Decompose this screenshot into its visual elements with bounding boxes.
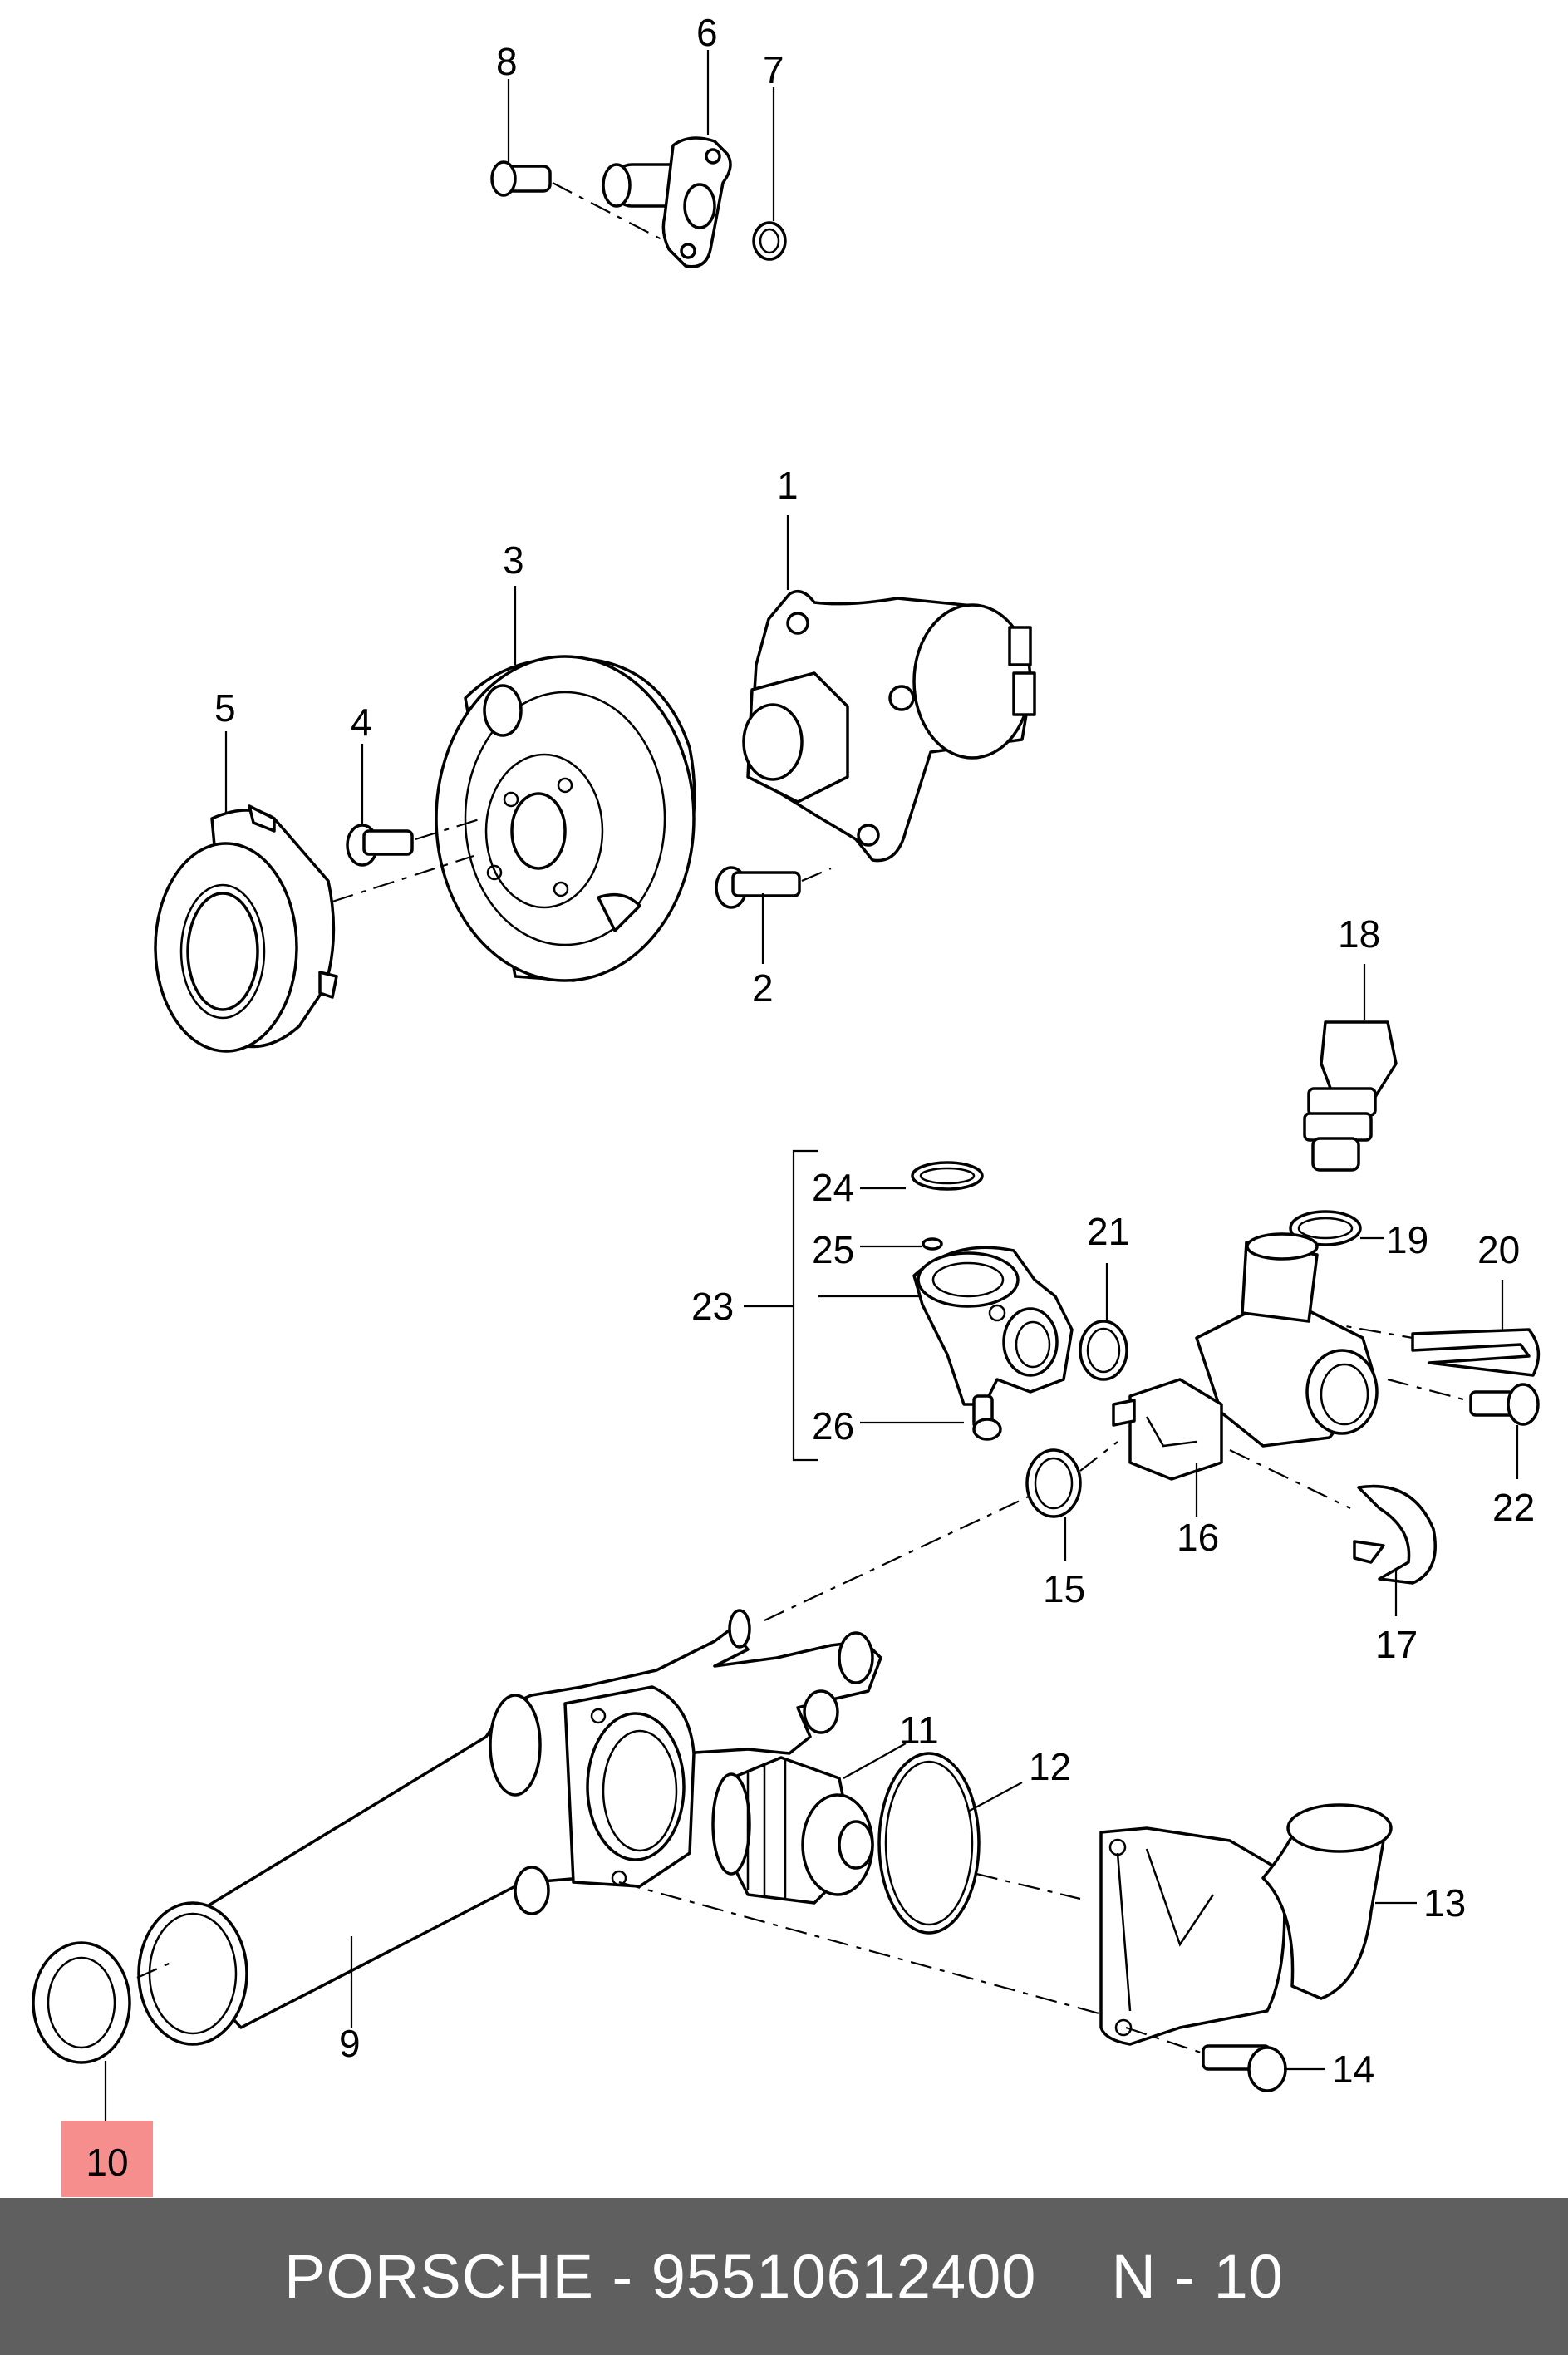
part-19-o-ring [1289, 1210, 1384, 1246]
part-17-clip [1353, 1484, 1437, 1616]
part-12-o-ring [877, 1752, 1081, 1935]
callout-22: 22 [1492, 1486, 1535, 1529]
callout-3: 3 [503, 538, 524, 582]
part-3-pulley [435, 586, 696, 982]
callout-13: 13 [1423, 1881, 1466, 1925]
part-10-seal [32, 1941, 131, 2121]
part-25-ring [922, 1237, 943, 1251]
part-5-cover [154, 731, 474, 1053]
part-22-bolt [1387, 1378, 1540, 1479]
callout-6: 6 [696, 11, 718, 54]
part-16-connector [1112, 1232, 1379, 1517]
part-8-bolt [490, 79, 666, 242]
callout-18: 18 [1338, 912, 1380, 956]
callout-20: 20 [1477, 1228, 1520, 1271]
part-21-o-ring [1079, 1263, 1128, 1381]
callout-labels: 8 6 7 1 3 5 4 2 18 24 25 21 19 20 23 26 … [214, 11, 1535, 2091]
part-1-water-pump [742, 515, 1036, 863]
callout-9: 9 [339, 2022, 361, 2065]
callout-19: 19 [1386, 1218, 1428, 1261]
part-26-screw [972, 1394, 1002, 1441]
part-14-bolt [1125, 2026, 1325, 2092]
footer-bar: PORSCHE - 95510612400 N - 10 [0, 2198, 1568, 2355]
part-9-coolant-pipe [136, 1609, 1106, 2046]
callout-14: 14 [1332, 2048, 1374, 2091]
callout-24: 24 [812, 1166, 854, 1209]
callout-12: 12 [1029, 1745, 1071, 1788]
part-23-housing [912, 1246, 1074, 1406]
part-7-o-ring [752, 87, 787, 261]
callout-26: 26 [812, 1404, 854, 1448]
callout-15: 15 [1043, 1567, 1085, 1610]
part-13-elbow [1099, 1803, 1417, 2046]
callout-21: 21 [1087, 1210, 1129, 1253]
footer-position: N - 10 [1111, 2242, 1284, 2311]
part-24-o-ring [911, 1161, 984, 1191]
callout-10-highlighted: 10 [86, 2141, 129, 2184]
callout-23: 23 [691, 1285, 734, 1328]
callout-25: 25 [812, 1228, 854, 1271]
callout-1: 1 [777, 464, 799, 507]
callout-5: 5 [214, 686, 236, 730]
part-11-thermostat [711, 1743, 907, 1905]
part-2-bolt [715, 866, 832, 964]
callout-2: 2 [752, 966, 774, 1010]
parts-diagram: 8 6 7 1 3 5 4 2 18 24 25 21 19 20 23 26 … [32, 11, 1541, 2121]
callout-4: 4 [351, 701, 372, 744]
callout-8: 8 [496, 40, 518, 83]
highlighted-callout-box [61, 2121, 153, 2197]
part-18-sensor [1303, 964, 1398, 1172]
callout-16: 16 [1177, 1516, 1219, 1559]
part-4-bolt [346, 744, 483, 867]
callout-17: 17 [1375, 1623, 1418, 1666]
footer-brand-part-number: PORSCHE - 95510612400 [284, 2242, 1037, 2311]
part-23-group [744, 1149, 964, 1462]
part-15-o-ring [764, 1441, 1118, 1621]
part-6-flange-pipe [602, 50, 732, 268]
callout-11: 11 [899, 1708, 939, 1752]
callout-7: 7 [763, 48, 784, 91]
